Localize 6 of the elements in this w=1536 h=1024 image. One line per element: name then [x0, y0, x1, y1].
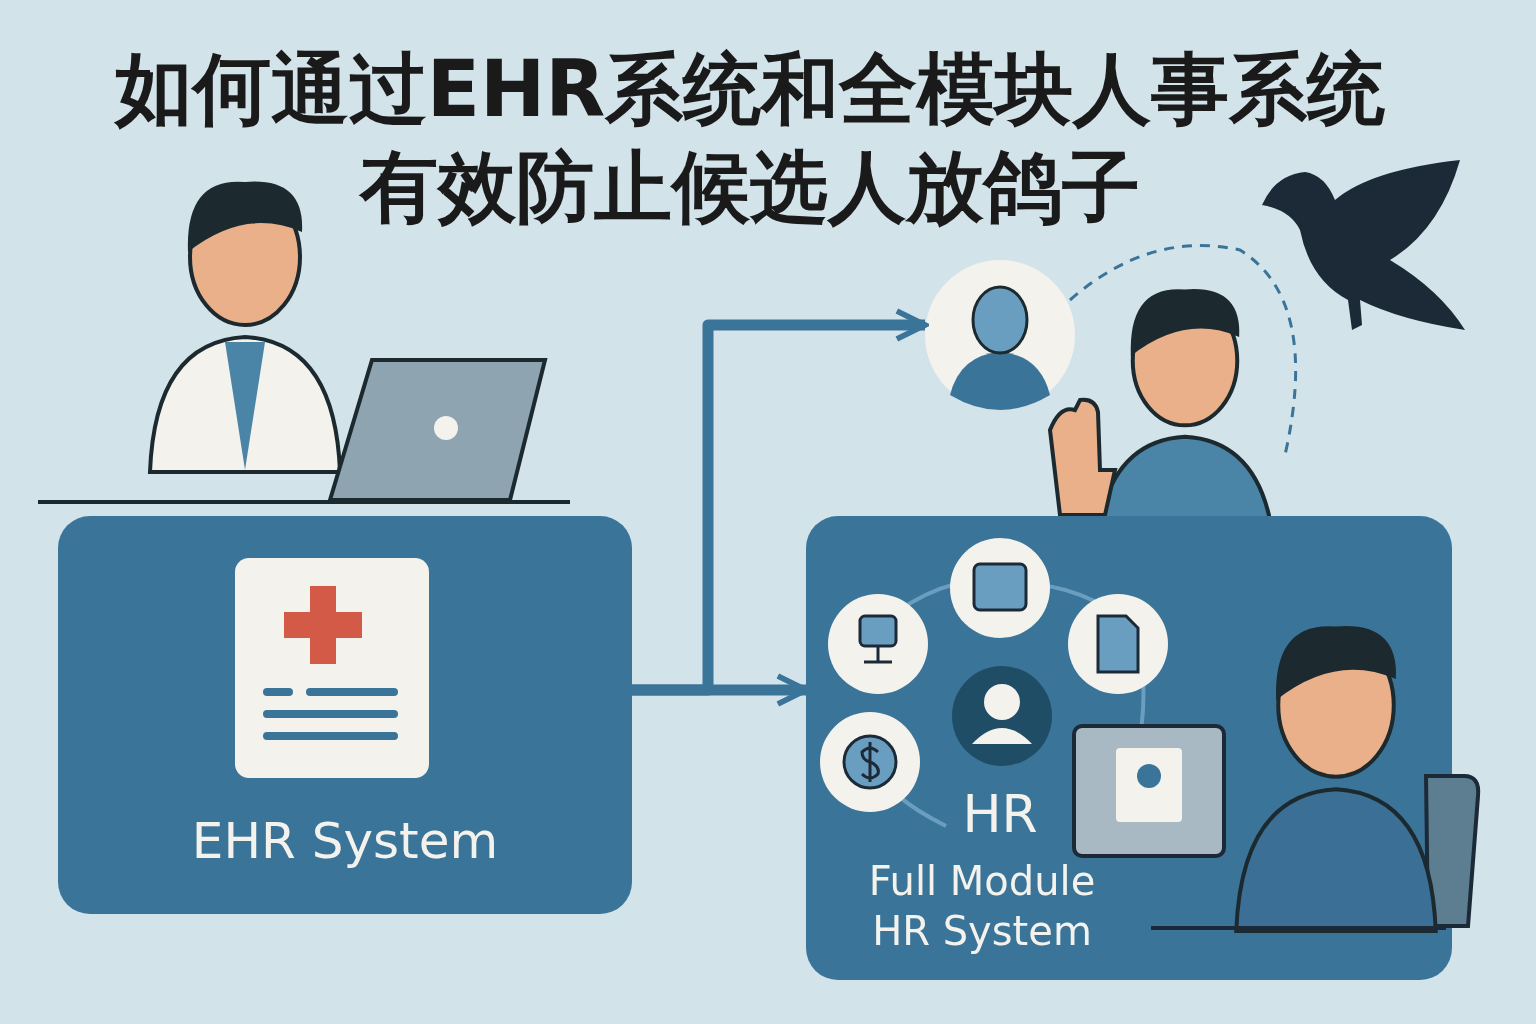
box-label: Full Module HR System [867, 857, 1097, 956]
box-label: EHR System [190, 812, 500, 870]
box-label: HR [961, 784, 1039, 844]
title: 如何通过EHR系统和全模块人事系统有效防止候选人放鸽子 [113, 43, 1387, 234]
system-box [58, 516, 632, 914]
arrow [632, 673, 809, 707]
